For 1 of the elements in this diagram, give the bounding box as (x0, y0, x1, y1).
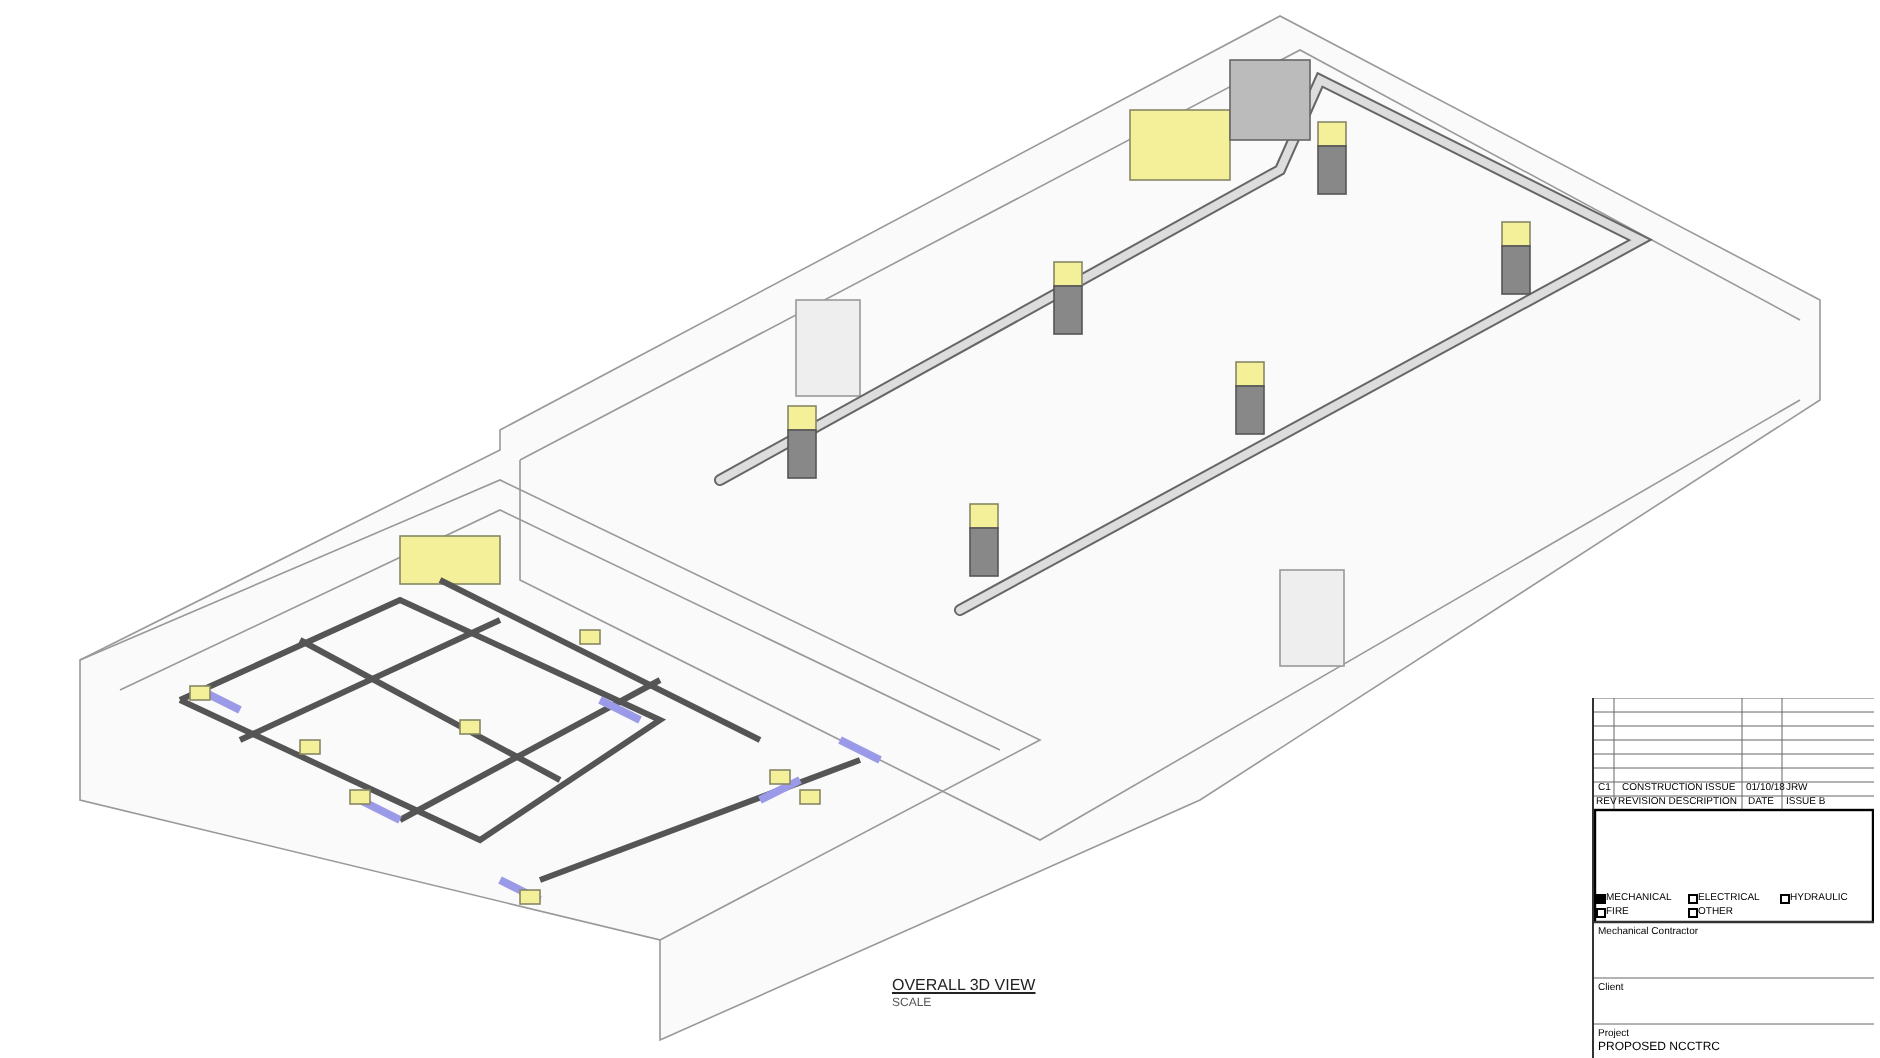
view-title: OVERALL 3D VIEW (892, 976, 1036, 994)
